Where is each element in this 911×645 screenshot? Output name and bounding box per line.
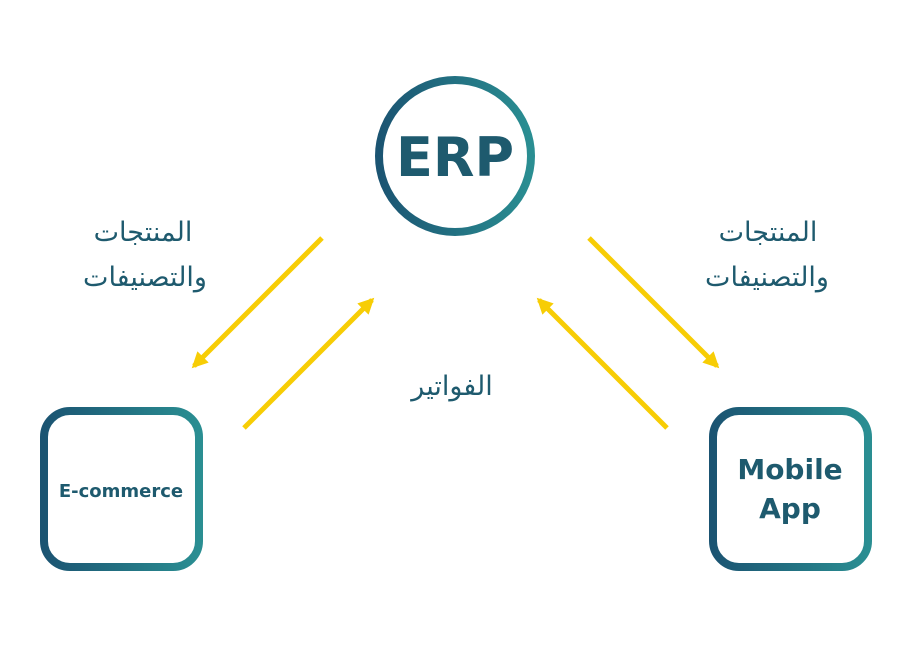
ecommerce-node: E-commerce: [40, 407, 203, 571]
arrow-erp-to-ecommerce: [191, 236, 324, 369]
left-products-line1: المنتجات: [94, 217, 193, 248]
ecommerce-label: E-commerce: [59, 481, 183, 502]
right-products-label: المنتجات والتصنيفات: [705, 217, 829, 293]
mobile-app-label-line1: Mobile: [737, 453, 842, 486]
mobile-app-box: [709, 407, 872, 571]
right-products-line2: والتصنيفات: [705, 262, 829, 293]
arrow-ecommerce-to-erp: [242, 297, 375, 430]
erp-node: ERP: [375, 76, 535, 236]
ecommerce-box: [40, 407, 203, 571]
left-products-label: المنتجات والتصنيفات: [83, 217, 207, 293]
erp-label: ERP: [396, 126, 514, 189]
arrow-erp-to-mobile: [587, 236, 720, 369]
invoices-label: الفواتير: [409, 371, 492, 402]
left-products-line2: والتصنيفات: [83, 262, 207, 293]
arrow-mobile-to-erp: [536, 297, 669, 430]
mobile-app-node: Mobile App: [709, 407, 872, 571]
erp-circle: [375, 76, 535, 236]
mobile-app-label-line2: App: [759, 492, 821, 525]
right-products-line1: المنتجات: [719, 217, 818, 248]
